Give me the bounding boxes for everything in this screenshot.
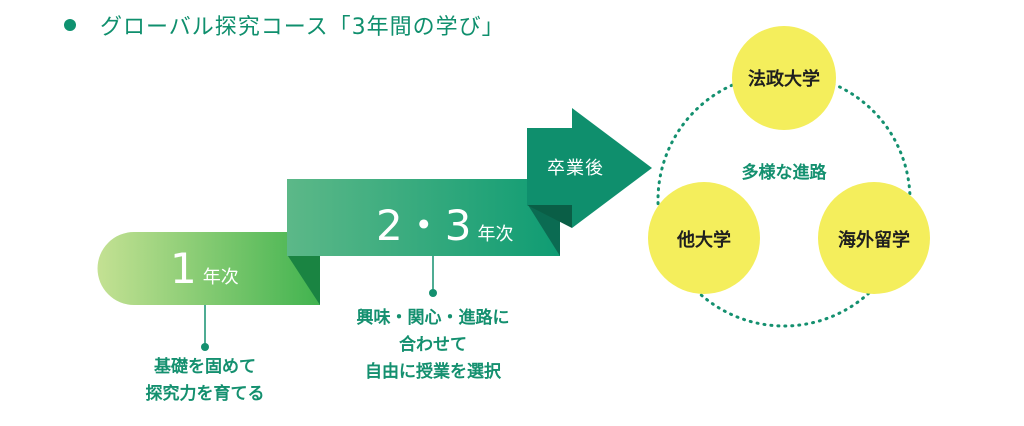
step-2-desc-line: 合わせて [399, 335, 467, 355]
step-2-connector [429, 256, 437, 297]
page-title: グローバル探究コース「3年間の学び」 [100, 15, 505, 40]
paths-center-label: 多様な進路 [741, 163, 827, 183]
step-2-desc-line: 興味・関心・進路に [356, 308, 510, 328]
step-1-desc-line: 探究力を育てる [145, 384, 265, 404]
path-circle-hosei [732, 26, 836, 130]
graduation-arrow [527, 108, 652, 228]
after-label: 卒業後 [547, 158, 604, 179]
path-circle-other-univ [648, 182, 760, 294]
path-circle-study-abroad [818, 182, 930, 294]
path-label-study-abroad: 海外留学 [838, 230, 910, 251]
bullet-icon [64, 19, 76, 31]
step-2-ribbon [287, 179, 560, 256]
step-1-ribbon [97, 232, 320, 305]
step-2-desc-line: 自由に授業を選択 [365, 362, 501, 382]
step-1-number: 1 [170, 244, 197, 293]
title-row: グローバル探究コース「3年間の学び」 [64, 8, 505, 42]
path-label-other-univ: 他大学 [677, 230, 731, 251]
step-2-description: 興味・関心・進路に 合わせて 自由に授業を選択 [338, 305, 528, 386]
step-2-unit: 年次 [477, 224, 514, 245]
step-1-desc-line: 基礎を固めて [154, 357, 256, 377]
step-1-label: 1 年次 [170, 244, 239, 293]
step-2-label: 2・3 年次 [376, 192, 513, 253]
step-1-description: 基礎を固めて 探究力を育てる [120, 354, 290, 408]
step-2-number: 2・3 [376, 201, 472, 250]
step-1-connector [201, 305, 209, 351]
path-label-hosei: 法政大学 [748, 69, 820, 90]
step-1-unit: 年次 [202, 267, 239, 288]
